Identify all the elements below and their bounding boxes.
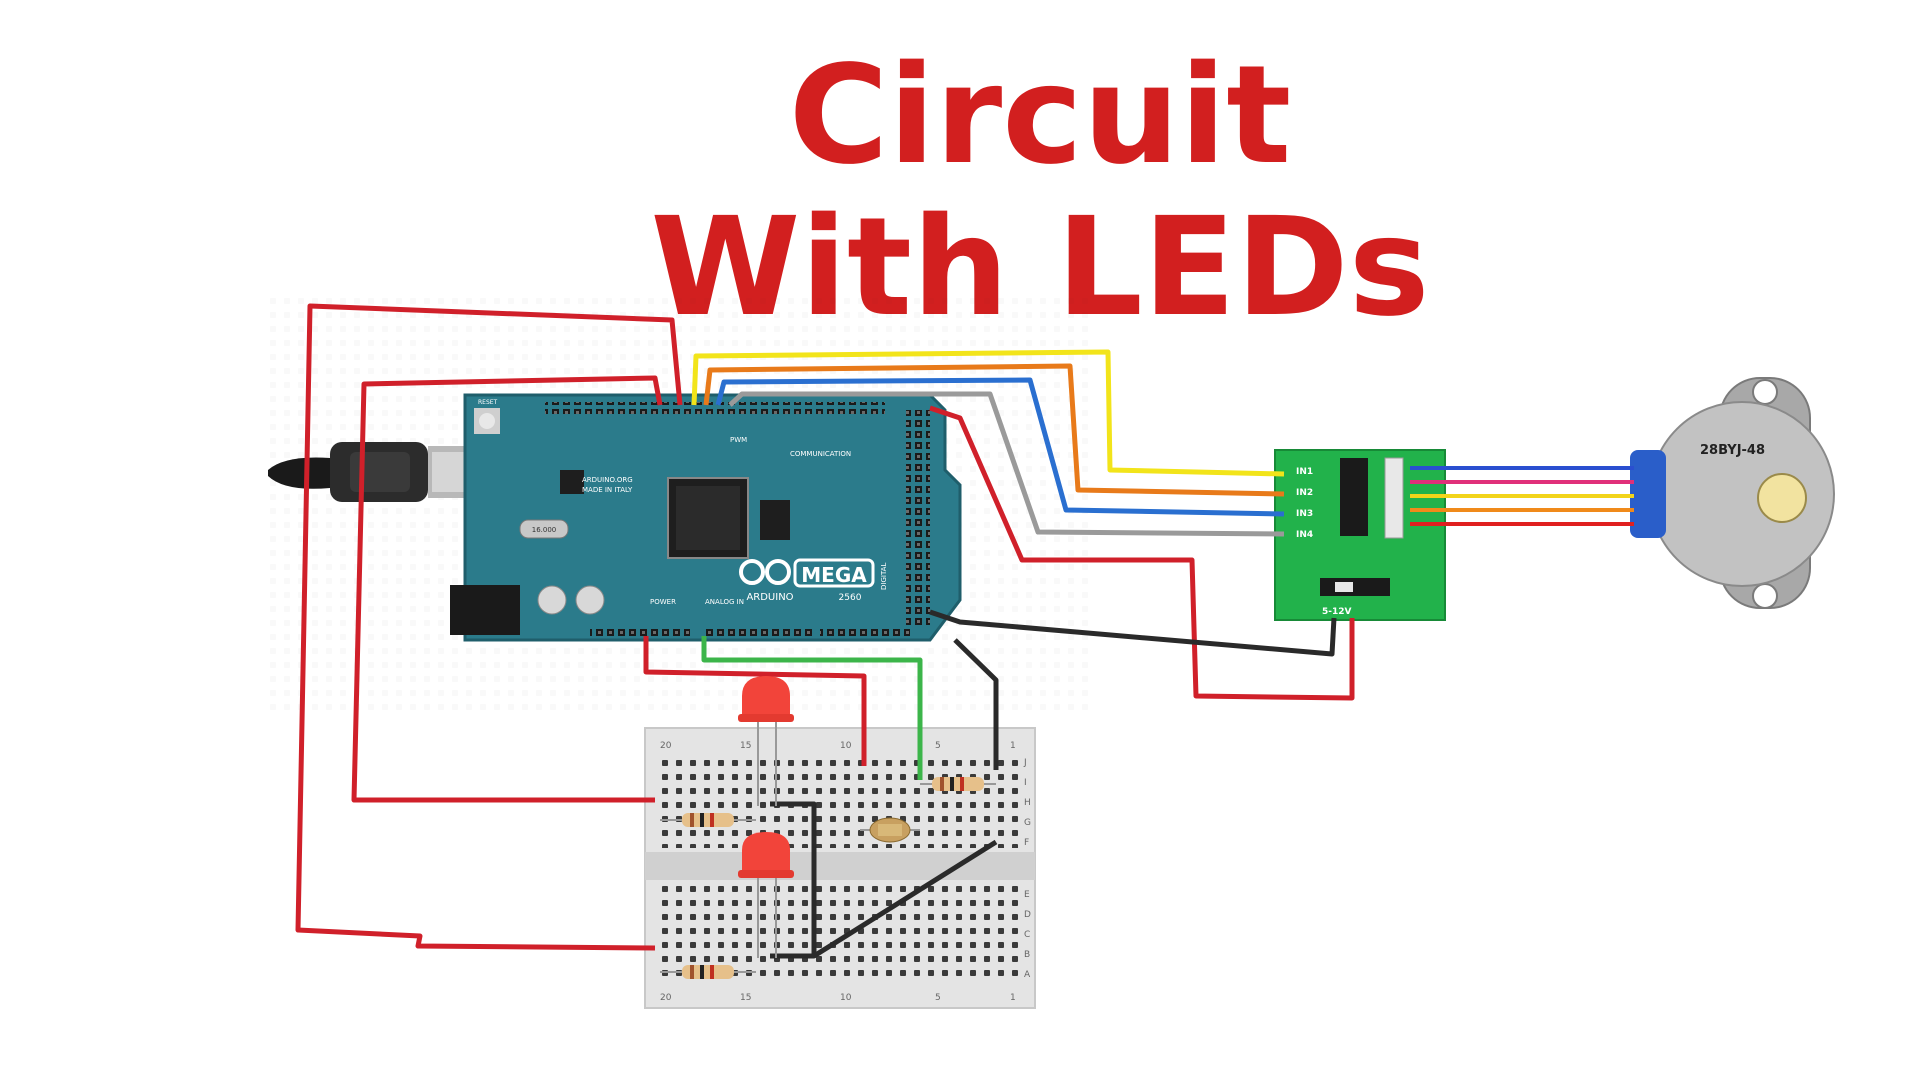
col-label: 20	[660, 741, 672, 751]
led-bottom	[738, 832, 794, 958]
in3-label: IN3	[1296, 509, 1313, 519]
col-label: 5	[935, 993, 941, 1003]
row-label: A	[1024, 970, 1031, 980]
board-brand-label: MEGA	[801, 563, 867, 587]
digital-label: DIGITAL	[880, 563, 888, 590]
col-label: 10	[840, 741, 852, 751]
wire-black-ground	[953, 638, 999, 770]
arduino-logo	[739, 559, 791, 585]
row-label: F	[1024, 838, 1029, 848]
row-label: H	[1024, 798, 1031, 808]
wire-red-outer-loop	[295, 303, 683, 951]
breadboard: 20 15 10 5 1 20 15 10 5 1 J I H G F E D …	[644, 727, 1036, 1009]
col-label: 10	[840, 993, 852, 1003]
communication-label: COMMUNICATION	[790, 450, 851, 458]
in4-label: IN4	[1296, 530, 1313, 540]
row-label: E	[1024, 890, 1030, 900]
stepper-motor: 28BYJ-48	[1630, 377, 1835, 609]
wire-gray-in4	[728, 391, 1285, 537]
wire-blue-in3	[715, 377, 1285, 517]
resistor-top-left	[660, 813, 756, 827]
driver-voltage-label: 5-12V	[1322, 607, 1352, 617]
motor-leads	[1410, 466, 1634, 526]
board-model-label: 2560	[839, 593, 862, 603]
pwm-label: PWM	[730, 436, 747, 444]
col-label: 20	[660, 993, 672, 1003]
wire-green-analog	[701, 636, 923, 780]
driver-input-pins: IN1 IN2 IN3 IN4	[1296, 467, 1313, 540]
stepper-driver-board: IN1 IN2 IN3 IN4 5-12V	[1274, 449, 1446, 621]
breadboard-row-labels: J I H G F E D C B A	[1023, 758, 1031, 980]
made-label: ARDUINO.ORG	[582, 476, 633, 484]
wire-black-led-ground	[770, 801, 817, 959]
wire-yellow-in1	[691, 349, 1285, 477]
col-label: 1	[1010, 993, 1016, 1003]
usb-cable	[268, 442, 470, 502]
wire-black-diagonal	[812, 839, 998, 959]
row-label: C	[1024, 930, 1030, 940]
diagram-title: Circuit With LEDs	[600, 40, 1480, 344]
title-line-2: With LEDs	[650, 189, 1430, 347]
motor-model-label: 28BYJ-48	[1700, 443, 1765, 458]
breadboard-col-labels-top: 20 15 10 5 1	[660, 741, 1016, 751]
wire-black-driver-ground	[929, 609, 1337, 657]
photoresistor	[860, 817, 920, 843]
resistor-bottom-left	[660, 965, 756, 979]
board-subtitle-label: ARDUINO	[746, 592, 793, 603]
arduino-mega-board: MEGA ARDUINO 2560 RESET ARDUINO.ORG MADE…	[450, 393, 962, 642]
led-top	[738, 676, 794, 806]
crystal-label: 16.000	[532, 526, 557, 534]
in1-label: IN1	[1296, 467, 1313, 477]
wires	[295, 303, 1355, 959]
row-label: I	[1024, 778, 1027, 788]
in2-label: IN2	[1296, 488, 1313, 498]
col-label: 5	[935, 741, 941, 751]
wire-red-driver-power	[929, 405, 1355, 701]
col-label: 15	[740, 993, 751, 1003]
reset-label: RESET	[478, 399, 498, 406]
col-label: 1	[1010, 741, 1016, 751]
analog-label: ANALOG IN	[705, 598, 744, 606]
breadboard-col-labels-bottom: 20 15 10 5 1	[660, 993, 1016, 1003]
resistor-right	[920, 777, 996, 791]
row-label: J	[1023, 758, 1027, 768]
italy-label: MADE IN ITALY	[582, 486, 633, 494]
col-label: 15	[740, 741, 751, 751]
power-label: POWER	[650, 598, 676, 606]
wire-orange-in2	[703, 363, 1285, 497]
wire-red-5v	[643, 636, 867, 766]
row-label: B	[1024, 950, 1030, 960]
row-label: G	[1024, 818, 1031, 828]
title-line-1: Circuit	[788, 37, 1292, 195]
row-label: D	[1024, 910, 1031, 920]
wire-red-inner-loop	[351, 375, 663, 803]
